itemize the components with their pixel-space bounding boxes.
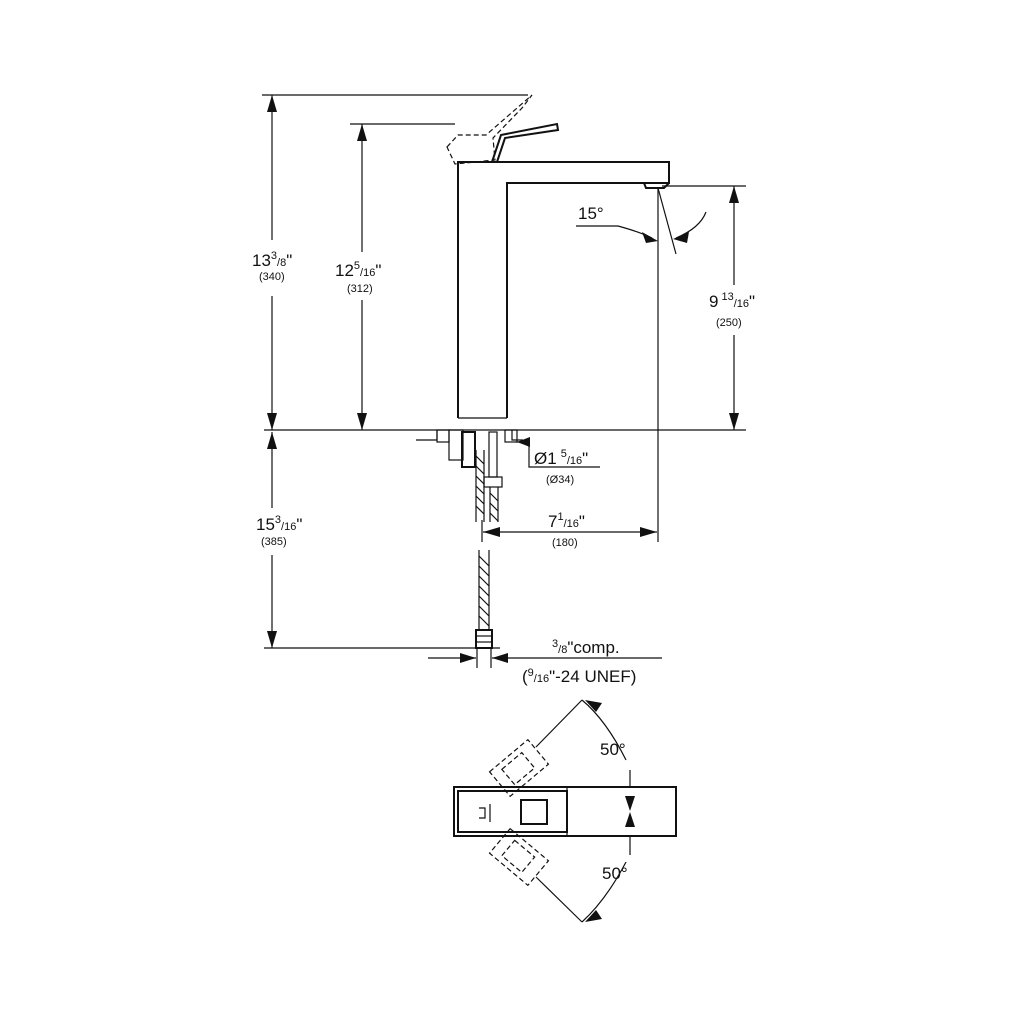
spout-reach-dimension bbox=[481, 520, 657, 542]
lever-rotation-bottom-label: 50° bbox=[602, 864, 628, 883]
total-height-dimension bbox=[262, 94, 528, 430]
connection-label: 3/8"comp. bbox=[552, 638, 620, 657]
below-deck-dimension bbox=[267, 432, 277, 648]
total-height-mm: (340) bbox=[259, 271, 285, 283]
total-height-label: 133/8" bbox=[252, 250, 292, 270]
spout-reach-mm: (180) bbox=[552, 537, 578, 549]
below-deck-label: 153/16" bbox=[256, 514, 302, 534]
supply-hose bbox=[475, 550, 493, 649]
spray-angle-dimension bbox=[576, 187, 707, 255]
below-deck-mm: (385) bbox=[261, 536, 287, 548]
hole-diameter-dimension bbox=[516, 437, 600, 468]
spout-height-mm: (312) bbox=[347, 283, 373, 295]
spout-reach-label: 71/16" bbox=[548, 511, 585, 531]
connection-thread-label: (9/16"-24 UNEF) bbox=[522, 667, 636, 686]
spray-angle-label: 15° bbox=[578, 204, 604, 223]
lever-rotation-top-label: 50° bbox=[600, 740, 626, 759]
faucet-elevation bbox=[446, 94, 670, 419]
spout-height-label: 125/16" bbox=[335, 260, 381, 280]
spout-height-dimension bbox=[350, 123, 455, 430]
connection-dimension bbox=[428, 648, 662, 668]
hole-diameter-mm: (Ø34) bbox=[546, 474, 574, 486]
faucet-top-view bbox=[453, 738, 677, 887]
outlet-height-mm: (250) bbox=[716, 317, 742, 329]
outlet-height-dimension bbox=[662, 185, 746, 430]
mounting-assembly bbox=[416, 429, 523, 522]
lever-rotation-dimension bbox=[535, 699, 635, 923]
